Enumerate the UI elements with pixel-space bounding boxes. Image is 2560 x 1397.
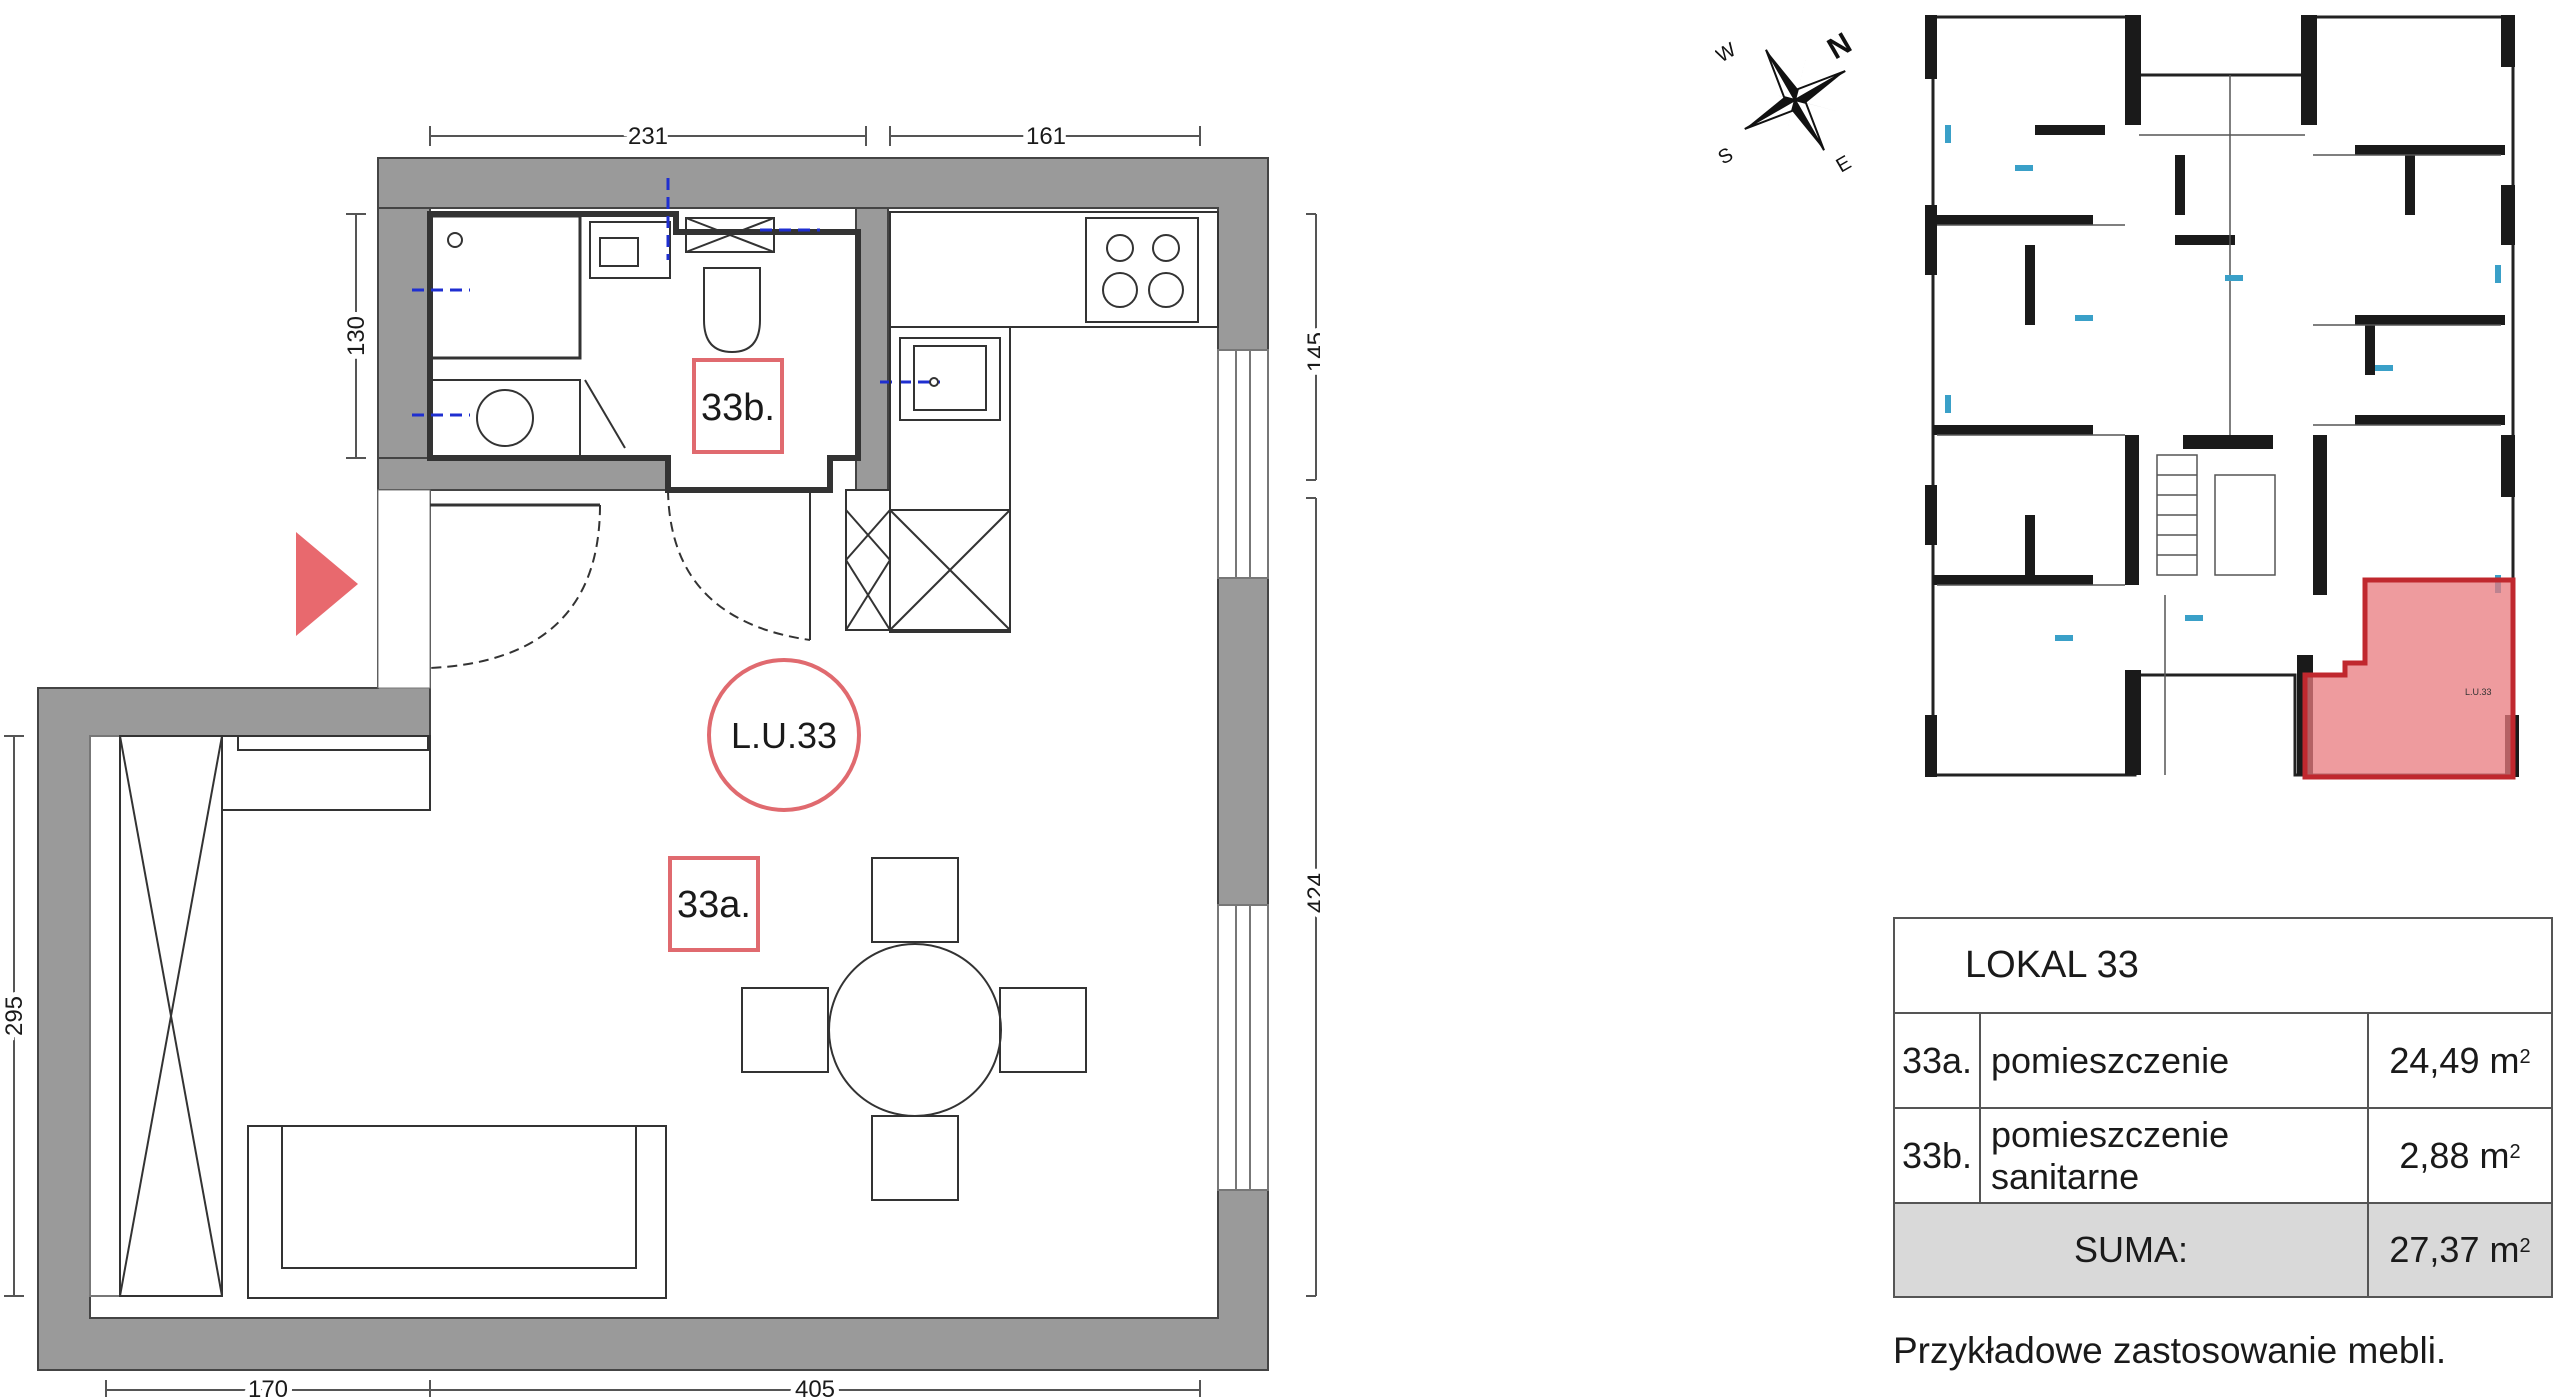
cooktop bbox=[1085, 217, 1199, 323]
dining-set bbox=[741, 857, 1087, 1201]
sum-label: SUMA: bbox=[1893, 1202, 2369, 1298]
row-id: 33b. bbox=[1893, 1107, 1981, 1204]
dim-left-upper: 130 bbox=[343, 316, 370, 356]
unit-label-text: L.U.33 bbox=[731, 715, 837, 756]
table-title: LOKAL 33 bbox=[1893, 917, 2553, 1014]
sum-area-unit: 2 bbox=[2519, 1235, 2531, 1257]
highlighted-unit-label: L.U.33 bbox=[2465, 687, 2492, 697]
building-key-plan: L.U.33 bbox=[1925, 15, 2519, 780]
sofa bbox=[247, 1125, 667, 1299]
row-area-unit: 2 bbox=[2519, 1045, 2531, 1068]
row-name-line2: sanitarne bbox=[1991, 1155, 2140, 1197]
dimension-lines bbox=[4, 126, 1317, 1397]
row-area-unit: 2 bbox=[2509, 1140, 2521, 1163]
room-33a-text: 33a. bbox=[677, 884, 751, 926]
room-33b-text: 33b. bbox=[701, 387, 775, 429]
dim-right-lower: 424 bbox=[1303, 873, 1320, 913]
row-name-line1: pomieszczenie bbox=[1991, 1113, 2230, 1155]
row-name: pomieszczenie bbox=[1979, 1012, 2369, 1109]
wc-tank bbox=[685, 217, 775, 253]
unit-label: L.U.33 bbox=[707, 658, 861, 812]
entrance-door bbox=[429, 503, 601, 669]
compass-north: N bbox=[1822, 27, 1857, 66]
sum-area: 27,37 m2 bbox=[2367, 1202, 2553, 1298]
dim-left-lower: 295 bbox=[1, 996, 28, 1036]
compass-rose: N W E S bbox=[1715, 27, 1857, 175]
shower bbox=[428, 214, 582, 360]
walls bbox=[37, 157, 1269, 1371]
sum-area-value: 27,37 m bbox=[2389, 1229, 2520, 1270]
bathroom-fixtures bbox=[428, 214, 775, 457]
room-label-33a: 33a. bbox=[668, 856, 760, 952]
area-table: LOKAL 33 33a. pomieszczenie 24,49 m2 33b… bbox=[1893, 917, 2553, 1298]
row-name-line1: pomieszczenie bbox=[1991, 1039, 2230, 1081]
compass-south: S bbox=[1715, 144, 1737, 170]
compass-west: W bbox=[1715, 39, 1740, 68]
row-area: 24,49 m2 bbox=[2367, 1012, 2553, 1109]
row-area-value: 24,49 m bbox=[2389, 1039, 2520, 1081]
furniture-note: Przykładowe zastosowanie mebli. bbox=[1893, 1330, 2447, 1371]
kitchen-sink bbox=[899, 337, 1001, 421]
dim-top-right: 161 bbox=[1026, 123, 1066, 150]
bathroom-door bbox=[667, 465, 811, 641]
row-area-value: 2,88 m bbox=[2399, 1134, 2510, 1176]
entrance-arrow bbox=[296, 532, 358, 636]
floor-plan: 33b. L.U.33 33a. 231 161 130 295 145 424… bbox=[0, 118, 1320, 1397]
table-row: 33a. pomieszczenie 24,49 m2 bbox=[1893, 1012, 2553, 1109]
highlighted-unit-33 bbox=[2302, 577, 2516, 780]
dim-right-upper: 145 bbox=[1303, 332, 1320, 372]
wardrobe bbox=[119, 735, 431, 1297]
washing-machine bbox=[429, 379, 581, 457]
room-label-33b: 33b. bbox=[692, 358, 784, 454]
table-sum-row: SUMA: 27,37 m2 bbox=[1893, 1202, 2553, 1298]
dim-bottom-right: 405 bbox=[795, 1376, 835, 1397]
kitchen bbox=[845, 211, 1219, 633]
dimension-labels: 231 161 130 295 145 424 170 405 bbox=[0, 118, 1320, 1397]
sink bbox=[589, 221, 671, 279]
compass-east: E bbox=[1833, 152, 1856, 175]
row-area: 2,88 m2 bbox=[2367, 1107, 2553, 1204]
table-title-row: LOKAL 33 bbox=[1893, 917, 2553, 1014]
dim-bottom-left: 170 bbox=[248, 1376, 288, 1397]
wc-bowl bbox=[703, 267, 761, 354]
row-id: 33a. bbox=[1893, 1012, 1981, 1109]
dim-top-left: 231 bbox=[628, 123, 668, 150]
